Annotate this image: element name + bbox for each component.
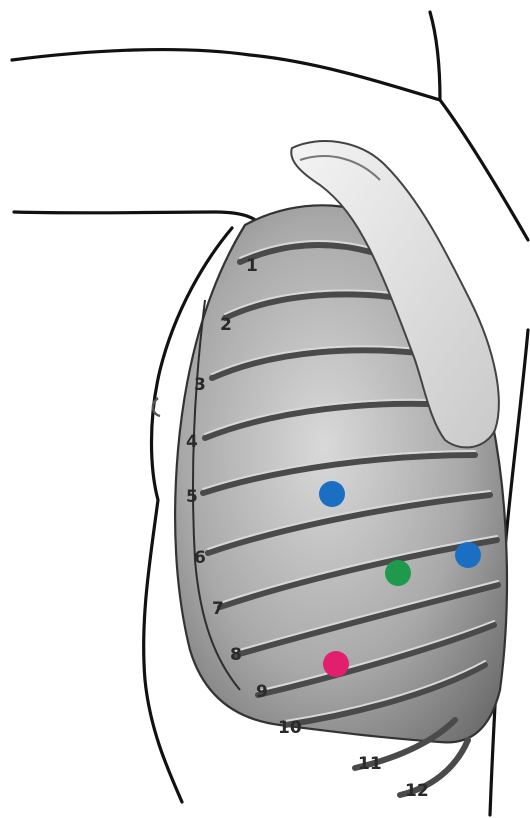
rib-label-11: 11 bbox=[358, 754, 382, 774]
green-marker bbox=[385, 560, 411, 586]
blue-marker-upper bbox=[319, 481, 345, 507]
rib-label-2: 2 bbox=[220, 315, 232, 335]
rib-label-12: 12 bbox=[405, 781, 429, 801]
rib-label-3: 3 bbox=[194, 375, 206, 395]
rib-label-1: 1 bbox=[246, 256, 258, 276]
rib-label-6: 6 bbox=[194, 548, 206, 568]
rib-label-4: 4 bbox=[186, 432, 198, 452]
rib-label-10: 10 bbox=[278, 718, 302, 738]
rib-label-8: 8 bbox=[230, 645, 242, 665]
blue-marker-lateral bbox=[455, 542, 481, 568]
rib-label-5: 5 bbox=[186, 487, 198, 507]
rib-label-7: 7 bbox=[212, 599, 224, 619]
rib-label-9: 9 bbox=[256, 682, 268, 702]
pink-marker bbox=[323, 651, 349, 677]
